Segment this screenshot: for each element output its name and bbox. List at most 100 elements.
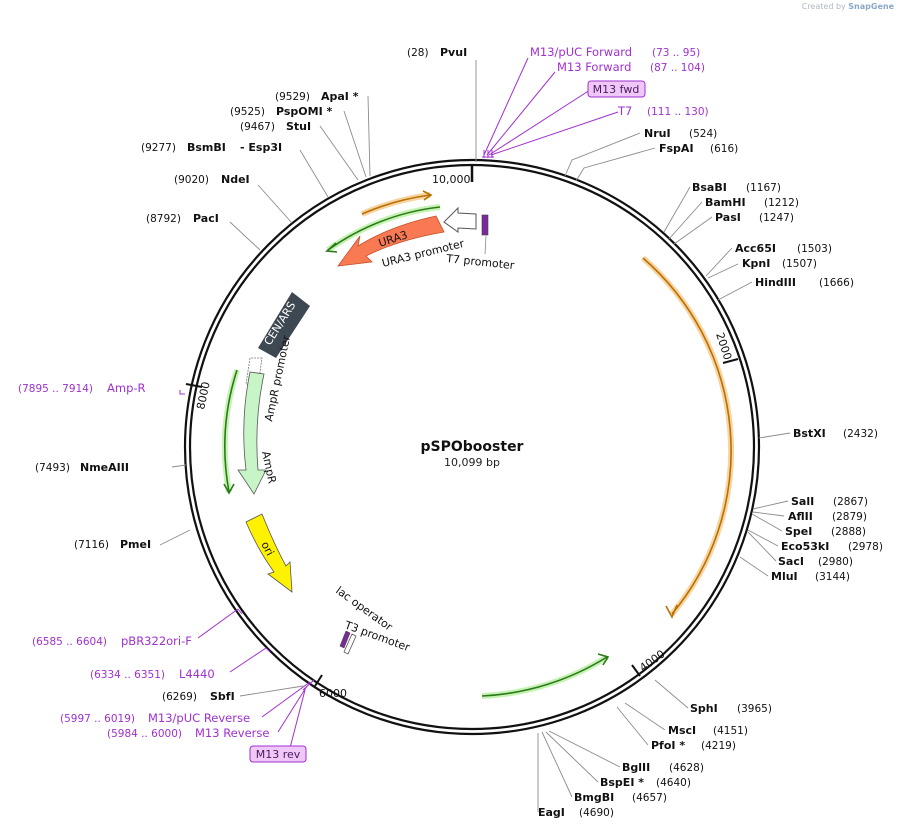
green-arc-left-core: [224, 369, 238, 493]
primer-label-group: M13/pUC Forward(73 .. 95)M13 Forward(87 …: [18, 45, 709, 740]
enzyme-name-sbfi[interactable]: SbfI: [210, 690, 235, 703]
enzyme-label-group: PvuI(28)NruI(524)FspAI(616)BsaBI(1167)Ba…: [35, 46, 883, 819]
enzyme-name-pspomi[interactable]: PspOMI *: [276, 105, 333, 118]
enzyme-name-eco53ki[interactable]: Eco53kI: [781, 540, 829, 553]
enzyme-extra-bsmbi[interactable]: - Esp3I: [240, 141, 282, 154]
enzyme-name-spei[interactable]: SpeI: [785, 525, 812, 538]
leader-bmgbi: [541, 731, 573, 798]
leader-msci: [624, 702, 666, 731]
leader-fspai: [575, 147, 656, 182]
leader-pasi: [673, 216, 713, 245]
enzyme-coord-ndei: (9020): [174, 174, 209, 186]
enzyme-name-pfoi[interactable]: PfoI *: [651, 739, 685, 752]
enzyme-name-bsabi[interactable]: BsaBI: [692, 181, 727, 194]
leader-kpni: [707, 263, 739, 279]
enzyme-coord-sbfi: (6269): [162, 691, 197, 703]
enzyme-coord-acc65i: (1503): [797, 243, 832, 255]
enzyme-name-msci[interactable]: MscI: [668, 724, 696, 737]
leader-sphi: [654, 679, 689, 709]
primer-name-m13pucreverse[interactable]: M13/pUC Reverse: [148, 711, 250, 725]
leader-ndei: [257, 184, 293, 224]
enzyme-coord-saci: (2980): [818, 556, 853, 568]
enzyme-name-kpni[interactable]: KpnI: [742, 257, 770, 270]
enzyme-name-apai[interactable]: ApaI *: [321, 90, 359, 103]
enzyme-coord-eagi: (4690): [579, 807, 614, 819]
enzyme-coord-bsabi: (1167): [746, 182, 781, 194]
primer-name-m13reverse[interactable]: M13 Reverse: [195, 726, 269, 740]
backbone-outer: [183, 158, 761, 736]
enzyme-name-sali[interactable]: SalI: [791, 495, 814, 508]
enzyme-coord-stui: (9467): [240, 121, 275, 133]
leader-hindiii: [717, 281, 753, 301]
primer-name-l4440[interactable]: L4440: [179, 667, 215, 681]
enzyme-name-eagi[interactable]: EagI: [538, 806, 565, 819]
enzyme-coord-bglii: (4628): [669, 762, 704, 774]
primer-name-pbr322orif[interactable]: pBR322ori-F: [121, 634, 192, 648]
tag-m13-rev-label: M13 rev: [256, 748, 301, 761]
enzyme-name-bmgbi[interactable]: BmgBI: [574, 791, 614, 804]
enzyme-coord-bstxi: (2432): [843, 428, 878, 440]
enzyme-coord-apai: (9529): [275, 91, 310, 103]
enzyme-name-pvui[interactable]: PvuI: [440, 46, 467, 59]
enzyme-name-pasi[interactable]: PasI: [715, 211, 741, 224]
primer-leader-m13-fwd-tag: [488, 89, 591, 156]
credit-prefix: Created by: [801, 2, 846, 11]
green-arc-bottom: [481, 654, 609, 699]
enzyme-name-bstxi[interactable]: BstXI: [793, 427, 826, 440]
enzyme-name-nrui[interactable]: NruI: [644, 127, 671, 140]
feature-ori-shape: [245, 513, 293, 593]
enzyme-coord-mlui: (3144): [815, 571, 850, 583]
feature-lac-operator-mark: [339, 630, 351, 649]
feature-ura3-promoter-shape: [443, 206, 477, 233]
green-arc-top-head: [325, 242, 338, 253]
enzyme-name-pmei[interactable]: PmeI: [120, 538, 151, 551]
enzyme-name-nmeaiii[interactable]: NmeAIII: [80, 461, 129, 474]
tick-label-0: 10,000: [432, 173, 471, 186]
enzyme-name-stui[interactable]: StuI: [286, 120, 311, 133]
enzyme-name-bamhi[interactable]: BamHI: [705, 196, 746, 209]
tick-8000: [185, 383, 203, 388]
leader-saci: [747, 531, 777, 562]
leader-pfoi: [616, 706, 649, 746]
enzyme-name-bsmbi[interactable]: BsmBI: [187, 141, 226, 154]
tick-4000: [631, 664, 641, 677]
tag-m13-fwd-label: M13 fwd: [593, 83, 640, 96]
enzyme-coord-eco53ki: (2978): [848, 541, 883, 553]
enzyme-name-hindiii[interactable]: HindIII: [755, 276, 796, 289]
primer-range-t7: (111 .. 130): [647, 106, 709, 118]
enzyme-name-fspai[interactable]: FspAI: [659, 142, 694, 155]
enzyme-name-ndei[interactable]: NdeI: [221, 173, 250, 186]
leader-acc65i: [705, 247, 733, 277]
primer-mark-bottom: [302, 679, 315, 691]
enzyme-name-mlui[interactable]: MluI: [771, 570, 798, 583]
orange-arc-right: [641, 255, 735, 616]
enzyme-name-bglii[interactable]: BglII: [622, 761, 650, 774]
primer-name-m13forward[interactable]: M13 Forward: [557, 60, 631, 74]
enzyme-name-sphi[interactable]: SphI: [690, 702, 718, 715]
enzyme-name-saci[interactable]: SacI: [778, 555, 804, 568]
enzyme-name-bspei[interactable]: BspEI *: [600, 776, 644, 789]
primer-name-t7[interactable]: T7: [617, 104, 632, 118]
orange-arc-top-core: [361, 194, 431, 215]
enzyme-coord-sphi: (3965): [737, 703, 772, 715]
orange-arc-top-head: [422, 190, 433, 201]
enzyme-name-paci[interactable]: PacI: [193, 212, 219, 225]
primer-leader-ampr: [179, 390, 185, 395]
leader-mlui: [739, 556, 769, 577]
enzyme-name-aflii[interactable]: AflII: [788, 510, 813, 523]
primer-name-m13pucforward[interactable]: M13/pUC Forward: [530, 45, 632, 59]
enzyme-name-acc65i[interactable]: Acc65I: [735, 242, 776, 255]
snapgene-credit: Created by SnapGene: [802, 2, 894, 11]
enzyme-coord-bamhi: (1212): [764, 197, 799, 209]
enzyme-coord-bspei: (4640): [656, 777, 691, 789]
plasmid-name: pSPObooster: [421, 439, 524, 455]
enzyme-coord-sali: (2867): [833, 496, 868, 508]
primer-range-m13pucforward: (73 .. 95): [652, 47, 700, 59]
primer-range-ampr: (7895 .. 7914): [18, 383, 93, 395]
feature-ura3-shape: [337, 215, 445, 267]
tick-2000: [722, 358, 739, 364]
feature-ampr-shape: [237, 371, 267, 495]
leader-bglii: [548, 730, 621, 768]
primer-name-ampr[interactable]: Amp-R: [107, 381, 146, 395]
